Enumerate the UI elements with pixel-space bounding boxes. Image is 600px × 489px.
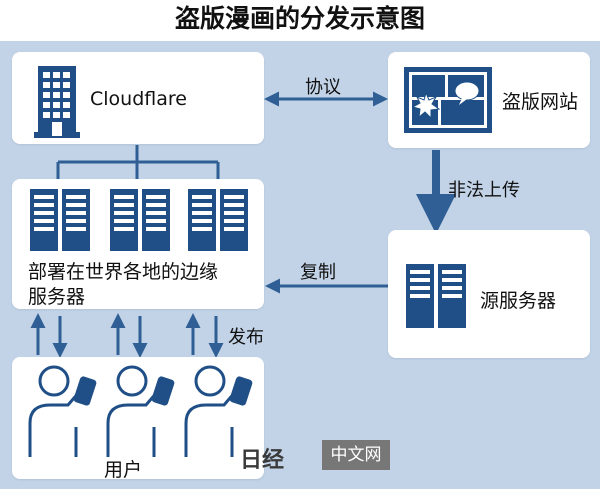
watermark-logo: 日经 — [240, 447, 285, 473]
pirate-site-label: 盗版网站 — [502, 91, 579, 113]
user-3 — [184, 365, 253, 457]
illegal-upload-label: 非法上传 — [448, 180, 520, 201]
user-2 — [106, 365, 175, 457]
distribute-label: 发布 — [228, 327, 264, 348]
replicate-label: 复制 — [300, 262, 336, 283]
cloudflare-label: Cloudflare — [90, 88, 187, 110]
edge-servers-label-line2: 服务器 — [28, 286, 86, 308]
server-rack-icon — [30, 189, 248, 251]
manga-page-icon — [404, 67, 492, 133]
cloudflare-node: Cloudflare — [12, 52, 264, 144]
server-icon — [406, 264, 466, 328]
origin-server-node: 源服务器 — [388, 230, 590, 358]
users-node: 用户 — [12, 357, 264, 481]
user-1 — [28, 365, 97, 457]
office-building-icon — [34, 66, 80, 138]
diagram-title: 盗版漫画的分发示意图 — [174, 4, 425, 33]
agreement-label: 协议 — [305, 77, 341, 98]
users-label: 用户 — [104, 459, 143, 481]
pirate-site-node: 盗版网站 — [388, 52, 590, 148]
edge-servers-label-line1: 部署在世界各地的边缘 — [28, 261, 219, 283]
origin-server-label: 源服务器 — [480, 290, 557, 312]
speech-bubble-icon — [454, 81, 480, 101]
edge-servers-node: 部署在世界各地的边缘 服务器 — [12, 179, 264, 309]
users-with-phones-icon — [28, 365, 253, 457]
user-server-arrows — [30, 313, 224, 358]
burst-icon — [411, 91, 441, 120]
watermark-text: 中文网 — [322, 440, 390, 470]
